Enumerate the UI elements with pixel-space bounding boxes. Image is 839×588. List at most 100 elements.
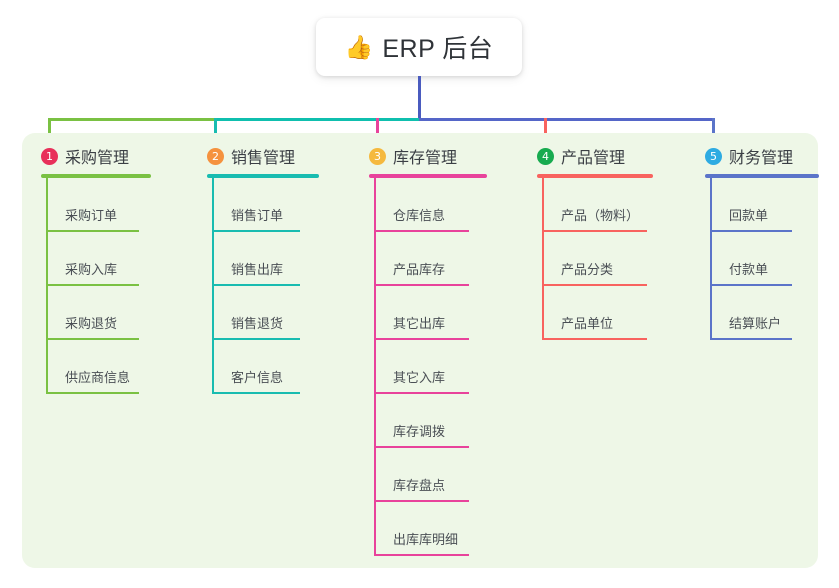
branch-item-label: 客户信息	[231, 370, 284, 385]
branch-column-4: 4 产品管理产品（物料） 产品分类产品单位	[520, 143, 653, 340]
branch-item-rule	[212, 338, 300, 340]
branch-item-label: 销售订单	[231, 208, 284, 223]
branch-item-rule	[46, 230, 139, 232]
branch-item[interactable]: 产品单位	[542, 286, 653, 340]
branch-header-3[interactable]: 3 库存管理	[352, 143, 487, 169]
branch-column-5: 5 财务管理回款单付款单结算账户	[688, 143, 819, 340]
branch-number-badge: 3	[369, 147, 386, 165]
branch-item-rule	[542, 230, 647, 232]
branch-item-rule	[46, 392, 139, 394]
branch-item[interactable]: 销售订单	[212, 178, 319, 232]
branch-item[interactable]: 其它入库	[374, 340, 487, 394]
branch-title: 销售管理	[231, 150, 296, 167]
branch-spine	[542, 178, 544, 340]
branch-item-list: 回款单付款单结算账户	[710, 178, 819, 340]
branch-item[interactable]: 客户信息	[212, 340, 319, 394]
branch-item[interactable]: 供应商信息	[46, 340, 151, 394]
branch-item-rule	[710, 284, 792, 286]
branch-item[interactable]: 出库库明细	[374, 502, 487, 556]
branch-item-label: 出库库明细	[393, 532, 459, 547]
branch-item-label: 销售出库	[231, 262, 284, 277]
branch-item-rule	[710, 338, 792, 340]
branch-header-rule	[705, 174, 819, 178]
branch-item-label: 供应商信息	[65, 370, 131, 385]
branch-item[interactable]: 付款单	[710, 232, 819, 286]
branch-title: 产品管理	[561, 150, 626, 167]
branch-item-list: 销售订单销售出库销售退货客户信息	[212, 178, 319, 394]
branch-item-label: 其它出库	[393, 316, 446, 331]
branch-item-rule	[374, 446, 469, 448]
branch-item[interactable]: 采购订单	[46, 178, 151, 232]
trunk-segment-right	[419, 118, 713, 121]
branch-item[interactable]: 结算账户	[710, 286, 819, 340]
branch-item-rule	[212, 392, 300, 394]
branch-item-label: 库存调拨	[393, 424, 446, 439]
branch-number-badge: 2	[207, 147, 224, 165]
branch-item-label: 结算账户	[729, 316, 782, 331]
branch-item[interactable]: 回款单	[710, 178, 819, 232]
branch-item[interactable]: 采购入库	[46, 232, 151, 286]
branches-panel	[22, 133, 818, 568]
branch-item[interactable]: 产品分类	[542, 232, 653, 286]
branch-header-2[interactable]: 2 销售管理	[190, 143, 319, 169]
branch-item-label: 回款单	[729, 208, 769, 223]
branch-item[interactable]: 采购退货	[46, 286, 151, 340]
branch-item[interactable]: 产品库存	[374, 232, 487, 286]
branch-item[interactable]: 其它出库	[374, 286, 487, 340]
trunk-segment-mid	[214, 118, 419, 121]
branch-item-label: 产品分类	[561, 262, 614, 277]
branch-item-rule	[212, 284, 300, 286]
branch-spine	[46, 178, 48, 394]
branch-column-3: 3 库存管理仓库信息产品库存其它出库其它入库库存调拨库存盘点出库库明细	[352, 143, 487, 556]
branch-item-label: 采购入库	[65, 262, 118, 277]
branch-column-1: 1 采购管理采购订单采购入库采购退货供应商信息	[24, 143, 151, 394]
branch-item[interactable]: 销售退货	[212, 286, 319, 340]
branch-item-label: 付款单	[729, 262, 769, 277]
branch-item-label: 销售退货	[231, 316, 284, 331]
branch-item-list: 采购订单采购入库采购退货供应商信息	[46, 178, 151, 394]
branch-item-rule	[212, 230, 300, 232]
branch-item-rule	[46, 338, 139, 340]
branch-header-rule	[41, 174, 151, 178]
branch-number-badge: 5	[705, 147, 722, 165]
branch-item-label: 采购退货	[65, 316, 118, 331]
branch-item[interactable]: 产品（物料）	[542, 178, 653, 232]
branch-title: 采购管理	[65, 150, 130, 167]
branch-spine	[212, 178, 214, 394]
branch-item-rule	[710, 230, 792, 232]
branch-item-rule	[374, 284, 469, 286]
branch-title: 财务管理	[729, 150, 794, 167]
branch-item[interactable]: 仓库信息	[374, 178, 487, 232]
branch-item-rule	[374, 554, 469, 556]
trunk-segment-left	[48, 118, 214, 121]
branch-item[interactable]: 销售出库	[212, 232, 319, 286]
branch-item-rule	[374, 230, 469, 232]
branch-item-label: 仓库信息	[393, 208, 446, 223]
branch-header-5[interactable]: 5 财务管理	[688, 143, 819, 169]
branch-header-4[interactable]: 4 产品管理	[520, 143, 653, 169]
branch-title: 库存管理	[393, 150, 458, 167]
branch-header-1[interactable]: 1 采购管理	[24, 143, 151, 169]
branch-header-rule	[537, 174, 653, 178]
branch-item[interactable]: 库存调拨	[374, 394, 487, 448]
branch-spine	[374, 178, 376, 556]
branch-item[interactable]: 库存盘点	[374, 448, 487, 502]
branch-item-list: 仓库信息产品库存其它出库其它入库库存调拨库存盘点出库库明细	[374, 178, 487, 556]
branch-item-rule	[374, 500, 469, 502]
branch-column-2: 2 销售管理销售订单销售出库销售退货客户信息	[190, 143, 319, 394]
branch-item-label: 产品单位	[561, 316, 614, 331]
branch-item-label: 采购订单	[65, 208, 118, 223]
root-node[interactable]: 👍 ERP 后台	[316, 18, 522, 76]
branch-spine	[710, 178, 712, 340]
root-stem	[418, 76, 421, 120]
branch-item-rule	[46, 284, 139, 286]
branch-number-badge: 4	[537, 147, 554, 165]
branch-number-badge: 1	[41, 147, 58, 165]
thumbs-up-emoji: 👍	[344, 33, 374, 60]
branch-item-rule	[374, 392, 469, 394]
branch-item-label: 其它入库	[393, 370, 446, 385]
root-title: ERP 后台	[382, 35, 494, 63]
branch-header-rule	[207, 174, 319, 178]
branch-item-rule	[542, 338, 647, 340]
branch-item-label: 库存盘点	[393, 478, 446, 493]
